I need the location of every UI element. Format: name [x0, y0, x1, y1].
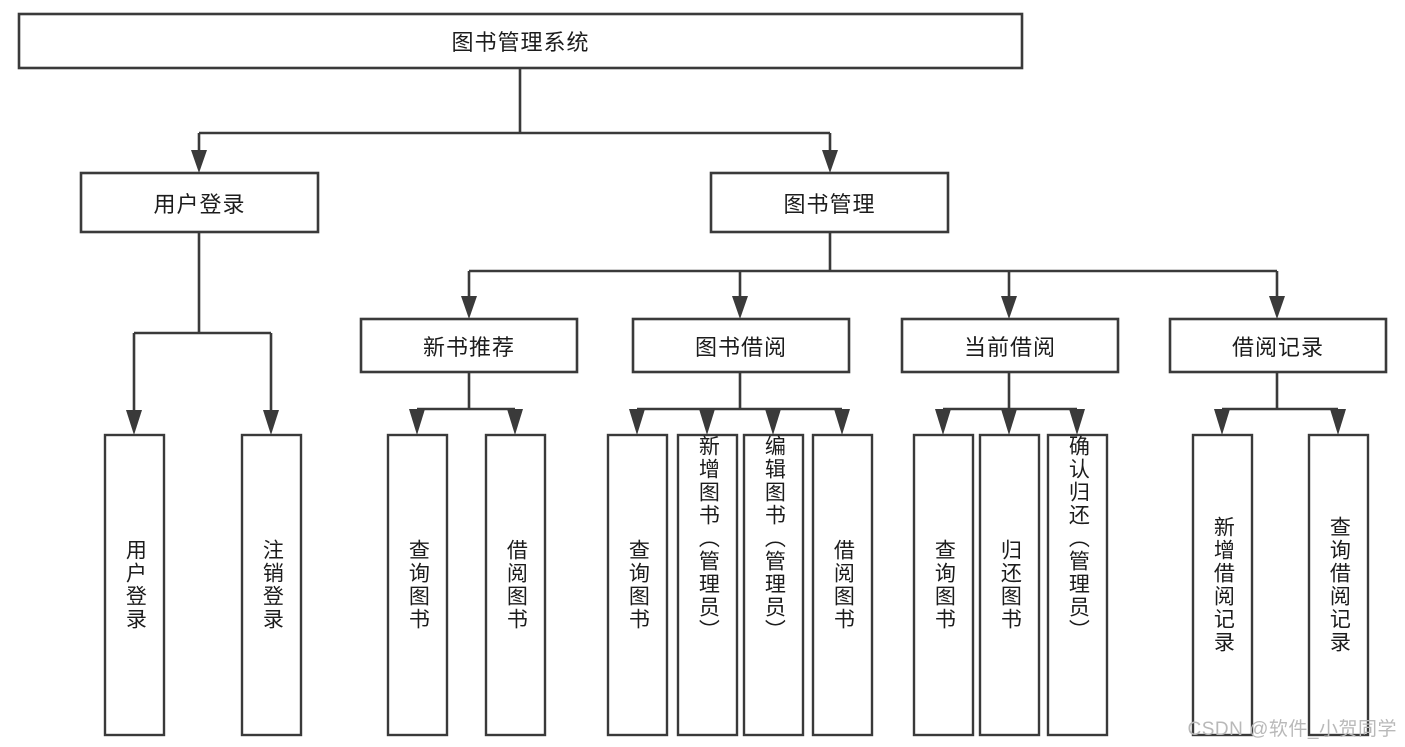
- node-box-book-borrow[interactable]: [631, 317, 851, 374]
- node-box-leaf-1[interactable]: [103, 433, 166, 737]
- arrow-head-leaf-6: [699, 409, 715, 435]
- arrow-head-leaf-11: [1069, 409, 1085, 435]
- watermark-text: CSDN @软件_小贺同学: [1187, 719, 1397, 740]
- arrow-head-leaf-9: [935, 409, 951, 435]
- node-box-borrow-record[interactable]: [1168, 317, 1388, 374]
- node-box-leaf-4[interactable]: [484, 433, 547, 737]
- arrow-head-leaf-2: [263, 410, 279, 435]
- node-box-new-book-rec[interactable]: [359, 317, 579, 374]
- arrow-head-leaf-8: [834, 409, 850, 435]
- node-layer: [17, 12, 1388, 737]
- arrow-head-user-login: [191, 150, 207, 173]
- arrow-head-leaf-4: [507, 409, 523, 435]
- arrow-head-leaf-10: [1001, 409, 1017, 435]
- node-box-root[interactable]: [17, 12, 1024, 70]
- node-box-user-login[interactable]: [79, 171, 320, 234]
- node-box-leaf-7[interactable]: [742, 433, 805, 737]
- node-box-leaf-12[interactable]: [1191, 433, 1254, 737]
- node-box-leaf-2[interactable]: [240, 433, 303, 737]
- node-box-leaf-9[interactable]: [912, 433, 975, 737]
- node-box-leaf-10[interactable]: [978, 433, 1041, 737]
- arrow-head-leaf-1: [126, 410, 142, 435]
- node-box-leaf-3[interactable]: [386, 433, 449, 737]
- arrow-head-leaf-7: [765, 409, 781, 435]
- arrow-head-new-book-rec: [461, 296, 477, 319]
- node-box-book-manage[interactable]: [709, 171, 950, 234]
- arrow-head-current-borrow: [1001, 296, 1017, 319]
- node-box-leaf-6[interactable]: [676, 433, 739, 737]
- node-box-leaf-8[interactable]: [811, 433, 874, 737]
- arrow-head-leaf-5: [629, 409, 645, 435]
- arrow-head-leaf-3: [409, 409, 425, 435]
- node-box-current-borrow[interactable]: [900, 317, 1120, 374]
- node-box-leaf-5[interactable]: [606, 433, 669, 737]
- connector-layer: [126, 68, 1346, 435]
- arrow-head-leaf-13: [1330, 409, 1346, 435]
- arrow-head-leaf-12: [1214, 409, 1230, 435]
- node-box-leaf-13[interactable]: [1307, 433, 1370, 737]
- arrow-head-book-borrow: [732, 296, 748, 319]
- node-box-leaf-11[interactable]: [1046, 433, 1109, 737]
- arrow-head-borrow-record: [1269, 296, 1285, 319]
- arrow-head-book-manage: [822, 150, 838, 173]
